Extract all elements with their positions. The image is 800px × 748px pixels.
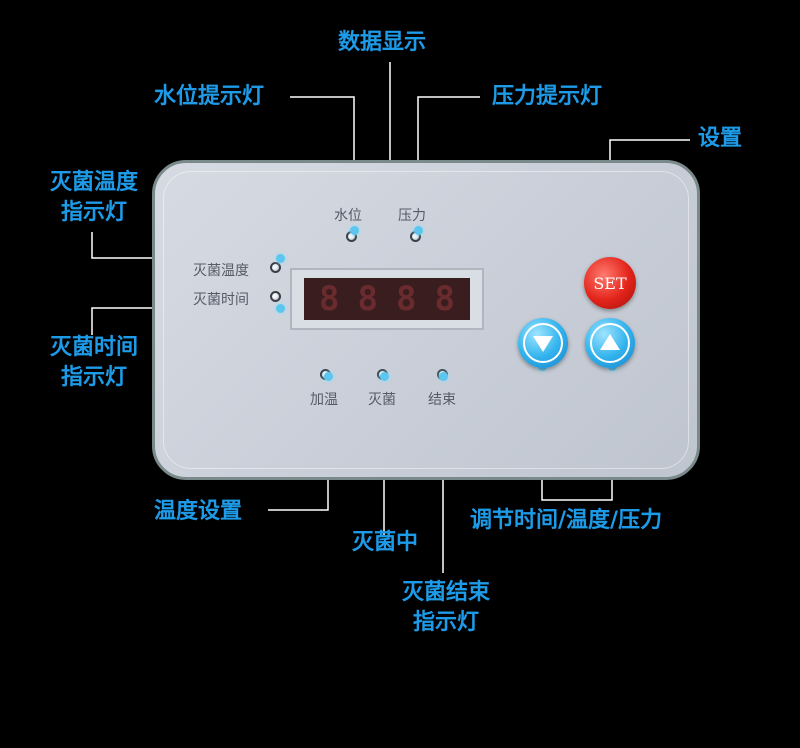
dot-end xyxy=(439,372,448,381)
callout-line: 灭菌结束 xyxy=(401,580,490,605)
panel-label-pressure: 压力 xyxy=(398,208,426,224)
callout-adjust: 调节时间/温度/压力 xyxy=(470,508,663,533)
dot-sterilize xyxy=(380,372,389,381)
callout-water-level-light: 水位提示灯 xyxy=(154,84,265,109)
callout-sterilizing: 灭菌中 xyxy=(352,530,419,555)
dot-sterilize-time xyxy=(276,304,285,313)
panel-border xyxy=(163,171,689,469)
callout-sterilize-end-light: 灭菌结束 指示灯 xyxy=(392,578,500,638)
dot-water-level xyxy=(350,226,359,235)
dot-sterilize-temp xyxy=(276,254,285,263)
triangle-up-icon xyxy=(590,323,630,363)
set-button-label: SET xyxy=(593,273,627,293)
panel-label-heating: 加温 xyxy=(310,392,338,408)
sterilize-time-led xyxy=(270,291,281,302)
callout-line: 灭菌时间 xyxy=(49,335,138,360)
callout-line: 灭菌温度 xyxy=(49,170,138,195)
callout-settings: 设置 xyxy=(698,126,743,151)
triangle-down-icon xyxy=(523,323,563,363)
sterilize-temp-led xyxy=(270,262,281,273)
down-button[interactable] xyxy=(518,318,568,368)
dot-heating xyxy=(324,372,333,381)
set-button[interactable]: SET xyxy=(584,257,636,309)
callout-sterilize-temp-light: 灭菌温度 指示灯 xyxy=(40,168,148,228)
dot-pressure xyxy=(414,226,423,235)
display-digit: 8 xyxy=(434,279,455,319)
panel-label-sterilize-temp: 灭菌温度 xyxy=(193,263,249,279)
callout-line: 指示灯 xyxy=(412,610,479,635)
panel-label-sterilize: 灭菌 xyxy=(368,392,396,408)
display-digit: 8 xyxy=(319,279,340,319)
display-digit: 8 xyxy=(357,279,378,319)
callout-sterilize-time-light: 灭菌时间 指示灯 xyxy=(40,333,148,393)
callout-temp-setting: 温度设置 xyxy=(154,499,243,524)
panel-label-water-level: 水位 xyxy=(334,208,362,224)
callout-line: 指示灯 xyxy=(60,200,127,225)
data-display: 8 8 8 8 xyxy=(290,268,484,330)
up-button[interactable] xyxy=(585,318,635,368)
callout-data-display: 数据显示 xyxy=(338,30,427,55)
callout-line: 指示灯 xyxy=(60,365,127,390)
callout-pressure-light: 压力提示灯 xyxy=(492,84,603,109)
panel-label-sterilize-time: 灭菌时间 xyxy=(193,292,249,308)
display-digit: 8 xyxy=(396,279,417,319)
panel-label-end: 结束 xyxy=(428,392,456,408)
display-screen: 8 8 8 8 xyxy=(304,278,470,320)
